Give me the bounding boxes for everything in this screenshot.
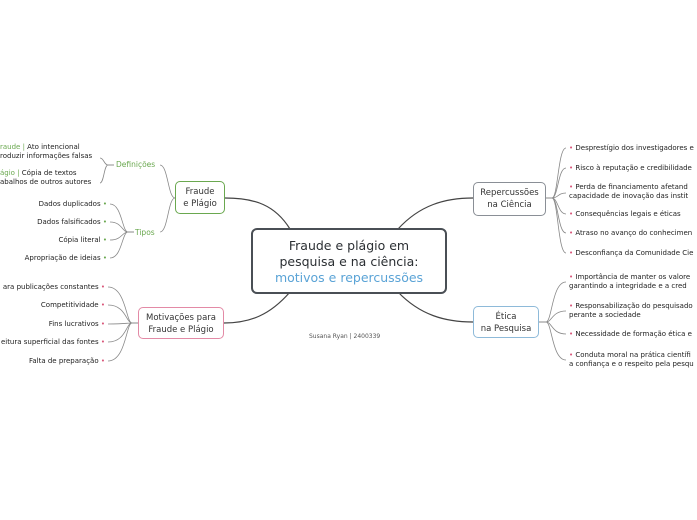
- repercussao-label: Risco à reputação e credibilidade: [575, 164, 692, 172]
- definition-text: Cópia de textos: [21, 169, 77, 177]
- repercussao-label: Desprestígio dos investigadores e: [575, 144, 694, 152]
- topic-fraude-line2: e Plágio: [183, 199, 217, 209]
- etica-label: Conduta moral na prática científi: [575, 351, 691, 359]
- motivacao-label: eitura superficial das fontes: [0, 338, 99, 346]
- motivacao-label: Falta de preparação: [28, 357, 99, 365]
- list-item-tipo[interactable]: Apropriação de ideias •: [25, 254, 107, 263]
- definition-text: Ato intencional: [27, 143, 80, 151]
- bullet-icon: •: [102, 200, 107, 208]
- etica-label: Importância de manter os valore: [575, 273, 691, 281]
- topic-fraude-plagio[interactable]: Fraude e Plágio: [175, 181, 225, 214]
- tipo-label: Apropriação de ideias: [24, 254, 101, 262]
- bullet-icon: •: [569, 302, 574, 310]
- central-topic[interactable]: Fraude e plágio em pesquisa e na ciência…: [251, 228, 447, 294]
- list-item-tipo[interactable]: Cópia literal •: [58, 236, 107, 245]
- topic-motivacoes-line2: Fraude e Plágio: [148, 325, 214, 335]
- bullet-icon: •: [100, 320, 105, 328]
- bullet-icon: •: [100, 301, 105, 309]
- bullet-icon: •: [569, 164, 574, 172]
- bullet-icon: •: [102, 218, 107, 226]
- bullet-icon: •: [569, 183, 574, 191]
- tipo-label: Dados falsificados: [37, 218, 101, 226]
- motivacao-label: Fins lucrativos: [48, 320, 99, 328]
- topic-etica-line2: na Pesquisa: [480, 324, 532, 334]
- list-item-tipo[interactable]: Dados falsificados •: [37, 218, 107, 227]
- author-credit: Susana Ryan | 2400339: [309, 333, 381, 340]
- topic-repercussoes-line2: na Ciência: [487, 200, 532, 210]
- repercussao-label-cont: capacidade de inovação das instit: [569, 192, 689, 200]
- bullet-icon: •: [569, 351, 574, 359]
- repercussao-label: Atraso no avanço do conhecimen: [575, 229, 693, 237]
- bullet-icon: •: [569, 144, 574, 152]
- list-item-motivacao[interactable]: Falta de preparação •: [29, 357, 105, 366]
- central-subtitle: motivos e repercussões: [274, 270, 424, 285]
- topic-etica[interactable]: Ética na Pesquisa: [473, 306, 539, 338]
- bullet-icon: •: [100, 357, 105, 365]
- bullet-icon: •: [102, 236, 107, 244]
- bullet-icon: •: [100, 283, 105, 291]
- list-item-repercussao[interactable]: • Consequências legais e éticas: [569, 210, 681, 219]
- bullet-icon: •: [102, 254, 107, 262]
- etica-label: Responsabilização do pesquisado: [575, 302, 693, 310]
- bullet-icon: •: [569, 330, 574, 338]
- definition-fraude[interactable]: raude | Ato intencional roduzir informaç…: [0, 143, 92, 161]
- central-title-line2: pesquisa e na ciência:: [279, 254, 419, 269]
- bullet-icon: •: [569, 273, 574, 281]
- list-item-motivacao[interactable]: eitura superficial das fontes •: [1, 338, 105, 347]
- list-item-etica[interactable]: • Necessidade de formação ética e: [569, 330, 692, 339]
- definition-separator: |: [20, 143, 28, 151]
- list-item-repercussao[interactable]: • Desprestígio dos investigadores e: [569, 144, 694, 153]
- definition-text-cont: abalhos de outros autores: [0, 178, 92, 186]
- topic-repercussoes-line1: Repercussões: [480, 188, 539, 198]
- central-title-line1: Fraude e plágio em: [288, 238, 410, 253]
- topic-motivacoes[interactable]: Motivações para Fraude e Plágio: [138, 307, 224, 339]
- topic-etica-line1: Ética: [495, 312, 517, 322]
- definition-plagio[interactable]: ágio | Cópia de textos abalhos de outros…: [0, 169, 91, 187]
- etica-label-cont: garantindo a integridade e a cred: [569, 282, 687, 290]
- repercussao-label: Desconfiança da Comunidade Cie: [575, 249, 694, 257]
- tipo-label: Cópia literal: [58, 236, 101, 244]
- subtopic-tipos[interactable]: Tipos: [135, 228, 155, 237]
- motivacao-label: Competitividade: [40, 301, 99, 309]
- definition-separator: |: [14, 169, 22, 177]
- tipo-label: Dados duplicados: [38, 200, 101, 208]
- motivacao-label: ara publicações constantes: [2, 283, 99, 291]
- definition-text-cont: roduzir informações falsas: [0, 152, 93, 160]
- definition-term: raude: [0, 143, 21, 151]
- topic-motivacoes-line1: Motivações para: [145, 313, 216, 323]
- list-item-tipo[interactable]: Dados duplicados •: [39, 200, 107, 209]
- bullet-icon: •: [569, 249, 574, 257]
- list-item-repercussao[interactable]: • Desconfiança da Comunidade Cie: [569, 249, 693, 258]
- subtopic-definicoes[interactable]: Definições: [116, 160, 156, 169]
- list-item-motivacao[interactable]: Competitividade •: [41, 301, 105, 310]
- list-item-motivacao[interactable]: ara publicações constantes •: [3, 283, 105, 292]
- definition-term: ágio: [0, 169, 15, 177]
- topic-repercussoes[interactable]: Repercussões na Ciência: [473, 182, 546, 216]
- etica-label-cont: a confiança e o respeito pela pesqu: [569, 360, 694, 368]
- etica-label-cont: perante a sociedade: [569, 311, 641, 319]
- bullet-icon: •: [569, 210, 574, 218]
- list-item-repercussao[interactable]: • Risco à reputação e credibilidade: [569, 164, 692, 173]
- list-item-motivacao[interactable]: Fins lucrativos •: [49, 320, 105, 329]
- bullet-icon: •: [100, 338, 105, 346]
- topic-fraude-line1: Fraude: [185, 187, 215, 197]
- etica-label: Necessidade de formação ética e: [575, 330, 692, 338]
- repercussao-label: Perda de financiamento afetand: [575, 183, 688, 191]
- bullet-icon: •: [569, 229, 574, 237]
- repercussao-label: Consequências legais e éticas: [575, 210, 681, 218]
- list-item-repercussao[interactable]: • Atraso no avanço do conhecimen: [569, 229, 692, 238]
